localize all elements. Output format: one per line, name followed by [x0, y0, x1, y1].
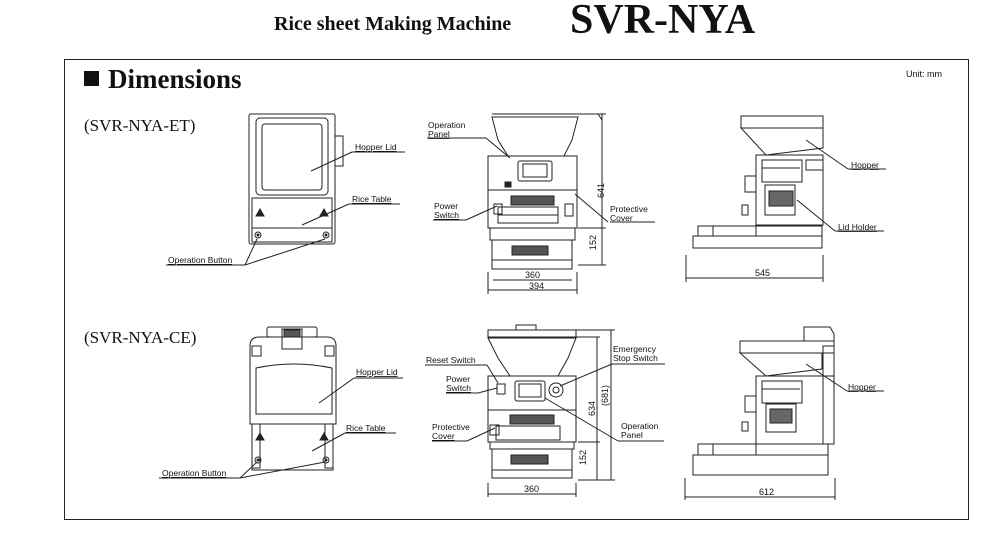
ce-side-view: [692, 326, 835, 476]
ce-protective-cover-label-2: Cover: [432, 431, 455, 441]
unit-note: Unit: mm: [906, 69, 942, 79]
et-hopper-label: Hopper: [851, 160, 879, 170]
et-operation-button-label: Operation Button: [168, 255, 233, 265]
ce-front-view: [487, 324, 577, 479]
et-hopper-lid-label: Hopper Lid: [355, 142, 397, 152]
dimensions-frame: [64, 59, 969, 520]
ce-protective-cover-label-1: Protective: [432, 422, 470, 432]
et-height-total: 641: [596, 183, 606, 198]
et-rice-table-label: Rice Table: [352, 194, 392, 204]
ce-hopper-lid-label: Hopper Lid: [356, 367, 398, 377]
et-top-view: [248, 113, 344, 245]
ce-top-view: [249, 326, 337, 471]
et-operation-panel-label-1: Operation: [428, 120, 466, 130]
ce-emergency-stop-label-1: Emergency: [613, 344, 657, 354]
section-title: Dimensions: [84, 64, 242, 95]
ce-rice-table-label: Rice Table: [346, 423, 386, 433]
ce-operation-button-label: Operation Button: [162, 468, 227, 478]
et-height-base: 152: [588, 235, 598, 250]
et-side-view: [692, 115, 824, 249]
et-protective-cover-label-1: Protective: [610, 204, 648, 214]
et-front-view: [487, 116, 579, 270]
ce-operation-panel-label-2: Panel: [621, 430, 643, 440]
et-lid-holder-label: Lid Holder: [838, 222, 877, 232]
et-width-outer: 394: [529, 281, 544, 291]
ce-height-total-alt: (681): [600, 385, 610, 406]
header-subtitle: Rice sheet Making Machine: [274, 13, 512, 35]
ce-power-switch-label-1: Power: [446, 374, 470, 384]
ce-width: 360: [524, 484, 539, 494]
ce-emergency-stop-label-2: Stop Switch: [613, 353, 658, 363]
et-depth: 545: [755, 268, 770, 278]
ce-depth: 612: [759, 487, 774, 497]
ce-height-base: 152: [578, 450, 588, 465]
variant-et-name: (SVR-NYA-ET): [84, 116, 196, 135]
section-title-text: Dimensions: [108, 64, 242, 94]
et-power-switch-label-2: Switch: [434, 210, 459, 220]
ce-reset-switch-label: Reset Switch: [426, 355, 476, 365]
ce-hopper-label: Hopper: [848, 382, 876, 392]
ce-operation-panel-label-1: Operation: [621, 421, 659, 431]
ce-power-switch-label-2: Switch: [446, 383, 471, 393]
et-power-switch-label-1: Power: [434, 201, 458, 211]
bullet-square-icon: [84, 71, 99, 86]
et-width-inner: 360: [525, 270, 540, 280]
ce-height-total: 634: [587, 401, 597, 416]
et-protective-cover-label-2: Cover: [610, 213, 633, 223]
header-model: SVR-NYA: [570, 0, 756, 43]
variant-ce-name: (SVR-NYA-CE): [84, 328, 197, 347]
et-operation-panel-label-2: Panel: [428, 129, 450, 139]
